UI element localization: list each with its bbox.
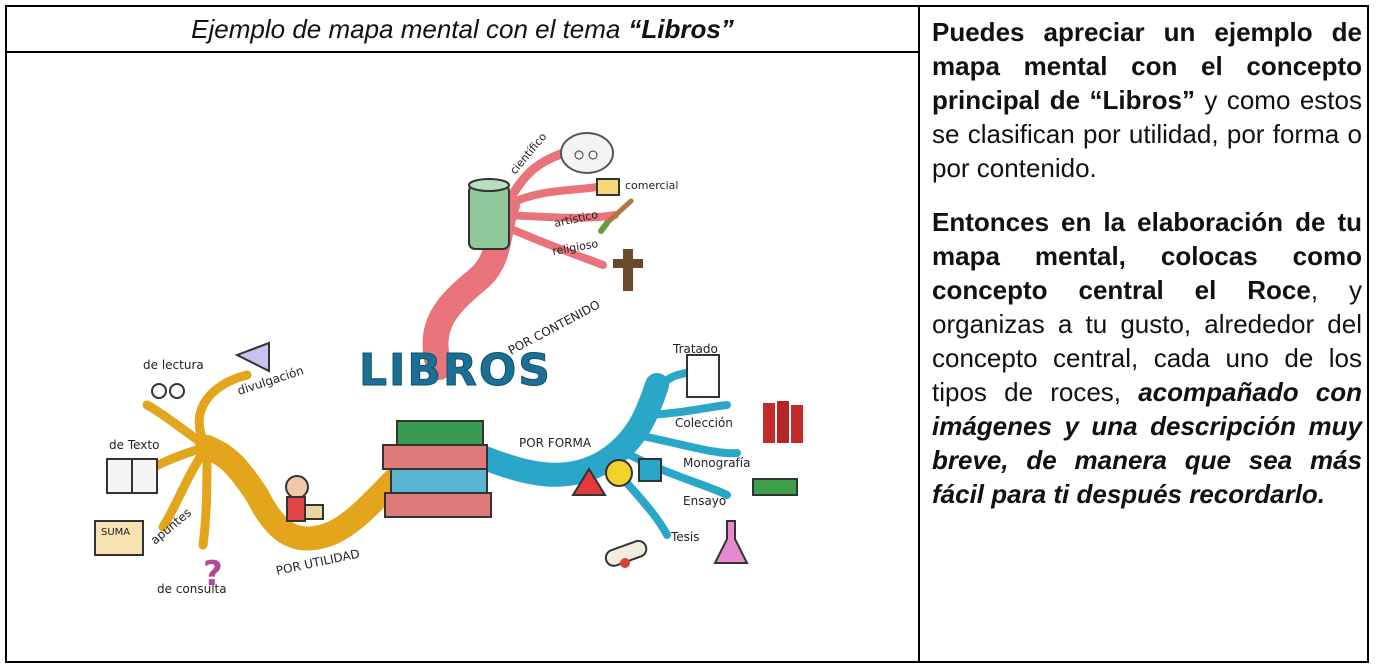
branch-utilidad-label: POR UTILIDAD (275, 547, 361, 578)
paragraph-1-bold: Puedes apreciar un ejemplo de mapa menta… (932, 17, 1362, 115)
triangle-shape (571, 467, 607, 496)
book-stack-icon (382, 420, 492, 518)
notes-icon (94, 520, 144, 556)
caption-topic: “Libros” (628, 13, 734, 44)
branch-utilidad: POR UTILIDAD de lectura divulgación de T… (94, 341, 429, 596)
branch-forma-label: POR FORMA (519, 436, 592, 450)
item-coleccion: Colección (675, 416, 733, 430)
item-comercial: comercial (625, 179, 678, 192)
paragraph-2-mid: , y organizas a tu gusto, alrededor del … (932, 275, 1363, 407)
branch-forma: POR FORMA Tratado Colección Monografía E… (465, 342, 803, 568)
layout-table: Ejemplo de mapa mental con el tema “Libr… (5, 5, 1369, 663)
explanation-text: Puedes apreciar un ejemplo de mapa menta… (932, 15, 1362, 531)
paragraph-2-bold-italic: acompañado con imágenes y una descripció… (932, 377, 1362, 509)
branch-contenido: POR CONTENIDO científico comercial artís… (422, 130, 678, 380)
item-monografia: Monografía (683, 456, 750, 470)
document-icon (686, 354, 720, 398)
column-divider (918, 7, 920, 661)
glasses-icon (151, 383, 185, 399)
paragraph-2-bold: Entonces en la elaboración de tu mapa me… (932, 207, 1362, 305)
square-shape (638, 458, 662, 482)
item-de-consulta: de consulta (157, 582, 227, 596)
flask-icon (713, 520, 749, 564)
notes-label: SUMA (101, 527, 130, 538)
mind-map-illustration: POR CONTENIDO científico comercial artís… (7, 55, 918, 663)
item-de-lectura: de lectura (143, 358, 204, 372)
item-tesis: Tesis (670, 530, 700, 544)
item-tratado: Tratado (672, 342, 718, 356)
question-mark-icon: ? (203, 554, 223, 594)
reader-icon (285, 475, 324, 522)
scroll-icon (604, 539, 648, 568)
paragraph-1: Puedes apreciar un ejemplo de mapa menta… (932, 15, 1362, 185)
item-de-texto: de Texto (109, 438, 159, 452)
figure-caption: Ejemplo de mapa mental con el tema “Libr… (7, 7, 918, 53)
paragraph-2: Entonces en la elaboración de tu mapa me… (932, 205, 1362, 511)
paintbrush-icon (604, 198, 634, 226)
mindmap-center-title: LIBROS (359, 345, 552, 396)
item-ensayo: Ensayo (683, 494, 726, 508)
cross-icon (613, 249, 643, 291)
caption-prefix: Ejemplo de mapa mental con el tema (191, 13, 621, 44)
circle-shape (605, 459, 633, 487)
green-book-icon (752, 478, 798, 496)
scientist-icon (560, 132, 614, 174)
item-divulgacion: divulgación (236, 363, 306, 398)
books-collection-icon (763, 403, 775, 443)
mind-map-svg: POR CONTENIDO científico comercial artís… (94, 130, 803, 596)
paragraph-1-rest: y como estos se clasifican por utilidad,… (932, 85, 1362, 183)
check-icon (596, 178, 620, 196)
item-artistico: artístico (553, 208, 600, 230)
megaphone-icon (234, 341, 270, 373)
